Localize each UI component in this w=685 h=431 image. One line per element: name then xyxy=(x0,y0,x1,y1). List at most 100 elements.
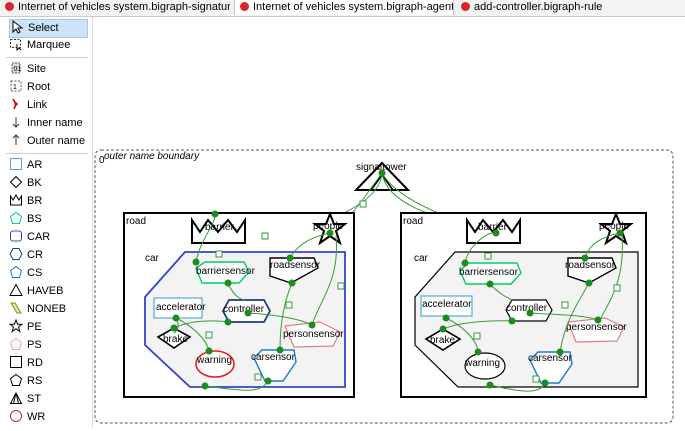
svg-text:1: 1 xyxy=(13,84,17,91)
barriersensor-label: barriersensor xyxy=(459,267,519,278)
triangle-icon xyxy=(9,283,23,296)
palette-marquee-tool[interactable]: Marquee xyxy=(9,37,70,54)
palette-control-cr[interactable]: CR xyxy=(9,247,43,264)
palette-link[interactable]: Link xyxy=(9,97,47,114)
warning-label: warning xyxy=(196,355,232,366)
car-label: car xyxy=(145,253,160,264)
palette-control-wr[interactable]: WR xyxy=(9,409,45,426)
palette-control-rd[interactable]: RD xyxy=(9,355,43,372)
root-icon: 1 xyxy=(10,80,22,92)
rounded-rect-icon xyxy=(10,230,22,242)
brake-node[interactable] xyxy=(156,327,192,349)
square-icon xyxy=(10,356,22,368)
palette-control-cs[interactable]: CS xyxy=(9,265,42,282)
tab-agent[interactable]: Internet of vehicles system.bigraph-agen… xyxy=(234,0,454,15)
palette-inner-name[interactable]: Inner name xyxy=(9,115,83,132)
barrier-label: barrier xyxy=(205,222,235,233)
brake-label: brake xyxy=(430,335,455,346)
link-handle[interactable] xyxy=(254,373,262,381)
brake-node[interactable] xyxy=(424,328,462,351)
bigraph-canvas[interactable]: 0 outer name boundary signaltower road b… xyxy=(93,17,685,428)
parallelogram-icon xyxy=(10,302,22,314)
link-handle[interactable] xyxy=(561,301,569,309)
warning-label: warning xyxy=(464,358,500,369)
accelerator-label: accelerator xyxy=(156,302,206,313)
svg-text:01: 01 xyxy=(14,66,22,73)
palette-separator xyxy=(6,153,88,154)
bigraph-file-icon xyxy=(240,2,249,11)
palette-control-ps[interactable]: PS xyxy=(9,337,42,354)
palette-select-tool[interactable]: Select xyxy=(9,19,88,38)
warning-node[interactable] xyxy=(464,352,506,380)
tab-rule[interactable]: add-controller.bigraph-rule xyxy=(456,0,636,15)
roadsensor-label: roadsensor xyxy=(270,260,321,271)
signal-tower-icon xyxy=(9,391,23,404)
palette-outer-name[interactable]: Outer name xyxy=(9,133,85,150)
link-handle[interactable] xyxy=(285,301,293,309)
pentagon-icon xyxy=(9,373,23,386)
warning-node[interactable] xyxy=(195,350,235,378)
barriersensor-node[interactable] xyxy=(195,261,250,284)
palette-control-bs[interactable]: BS xyxy=(9,211,42,228)
link-icon xyxy=(12,98,18,110)
link-handle[interactable] xyxy=(532,375,540,383)
star-icon xyxy=(9,319,23,333)
port-dots xyxy=(439,229,624,389)
palette-control-car[interactable]: CAR xyxy=(9,229,50,246)
roadsensor-node[interactable] xyxy=(269,257,319,284)
road-system-1: road barrier people car barriersensor ro… xyxy=(123,169,386,398)
palette-control-haveb[interactable]: HAVEB xyxy=(9,283,63,300)
palette-control-pe[interactable]: PE xyxy=(9,319,42,336)
tab-signature[interactable]: Internet of vehicles system.bigraph-sign… xyxy=(0,0,230,15)
bigraph-diagram[interactable]: 0 outer name boundary signaltower road b… xyxy=(93,17,685,428)
square-icon xyxy=(10,158,22,170)
link-handle[interactable] xyxy=(473,332,481,340)
link-handle[interactable] xyxy=(205,331,213,339)
personsensor-label: personsensor xyxy=(283,329,344,340)
link-handle[interactable] xyxy=(613,284,621,292)
pentagon-icon xyxy=(9,265,23,278)
outer-name-icon xyxy=(12,134,20,145)
site-icon: 01 xyxy=(11,62,22,74)
link-handle[interactable] xyxy=(359,200,367,208)
barrier-label: barrier xyxy=(478,222,508,233)
palette-control-ar[interactable]: AR xyxy=(9,157,42,174)
signaltower-label: signaltower xyxy=(356,162,407,173)
marquee-icon xyxy=(10,39,22,51)
link-handle[interactable] xyxy=(337,282,345,290)
root-region[interactable] xyxy=(94,149,674,424)
pentagon-icon xyxy=(9,337,23,350)
accelerator-label: accelerator xyxy=(422,299,472,310)
hexagon-icon xyxy=(9,248,23,260)
palette-control-st[interactable]: ST xyxy=(9,391,41,408)
palette-control-noneb[interactable]: NONEB xyxy=(9,301,66,318)
carsensor-node[interactable] xyxy=(529,351,573,384)
people-label: people xyxy=(599,221,629,232)
palette-separator xyxy=(6,57,88,58)
roadsensor-label: roadsensor xyxy=(565,260,616,271)
root-index: 0 xyxy=(99,155,105,166)
palette-control-rs[interactable]: RS xyxy=(9,373,42,390)
road-system-2: road barrier people car barriersensor ro… xyxy=(400,211,647,398)
car-label: car xyxy=(414,253,429,264)
personsensor-label: personsensor xyxy=(566,322,627,333)
palette-control-br[interactable]: BR xyxy=(9,193,42,210)
road-label: road xyxy=(403,216,423,227)
link-handle[interactable] xyxy=(484,252,492,260)
bigraph-file-icon xyxy=(5,2,14,11)
road-label: road xyxy=(126,216,146,227)
roadsensor-node[interactable] xyxy=(567,257,617,284)
arrow-select-icon xyxy=(12,20,24,34)
carsensor-label: carsensor xyxy=(251,352,296,363)
barriersensor-label: barriersensor xyxy=(196,266,256,277)
link-handle[interactable] xyxy=(215,250,223,258)
palette-control-bk[interactable]: BK xyxy=(9,175,42,192)
link-handle[interactable] xyxy=(261,232,269,240)
brake-label: brake xyxy=(163,334,188,345)
editor-tab-bar: Internet of vehicles system.bigraph-sign… xyxy=(0,0,685,17)
controller-label: controller xyxy=(223,304,265,315)
people-label: people xyxy=(313,221,343,232)
